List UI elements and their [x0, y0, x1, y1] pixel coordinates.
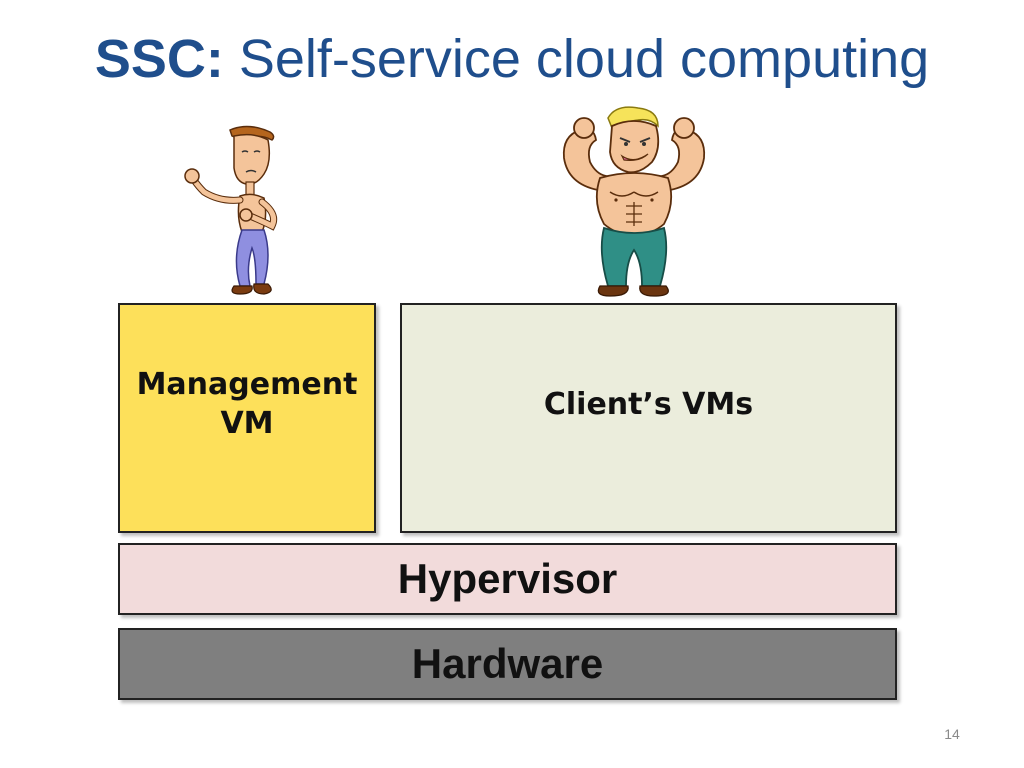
title-text: Self-service cloud computing: [238, 29, 930, 89]
hardware-label: Hardware: [411, 640, 604, 687]
clients-vms-label: Client’s VMs: [543, 386, 754, 422]
clients-vms-box: Client’s VMs: [400, 303, 897, 533]
management-vm-box: Management VM: [118, 303, 376, 533]
management-vm-label: Management VM: [136, 367, 358, 441]
muscular-man-icon: [554, 102, 714, 300]
page-number: 14: [944, 726, 960, 742]
title-acronym: SSC:: [94, 29, 224, 89]
hypervisor-layer: Hypervisor: [118, 543, 897, 615]
hypervisor-label: Hypervisor: [397, 555, 618, 602]
hardware-layer: Hardware: [118, 628, 897, 700]
skinny-man-icon: [180, 122, 290, 300]
slide-title: SSC: Self-service cloud computing: [0, 28, 1024, 90]
